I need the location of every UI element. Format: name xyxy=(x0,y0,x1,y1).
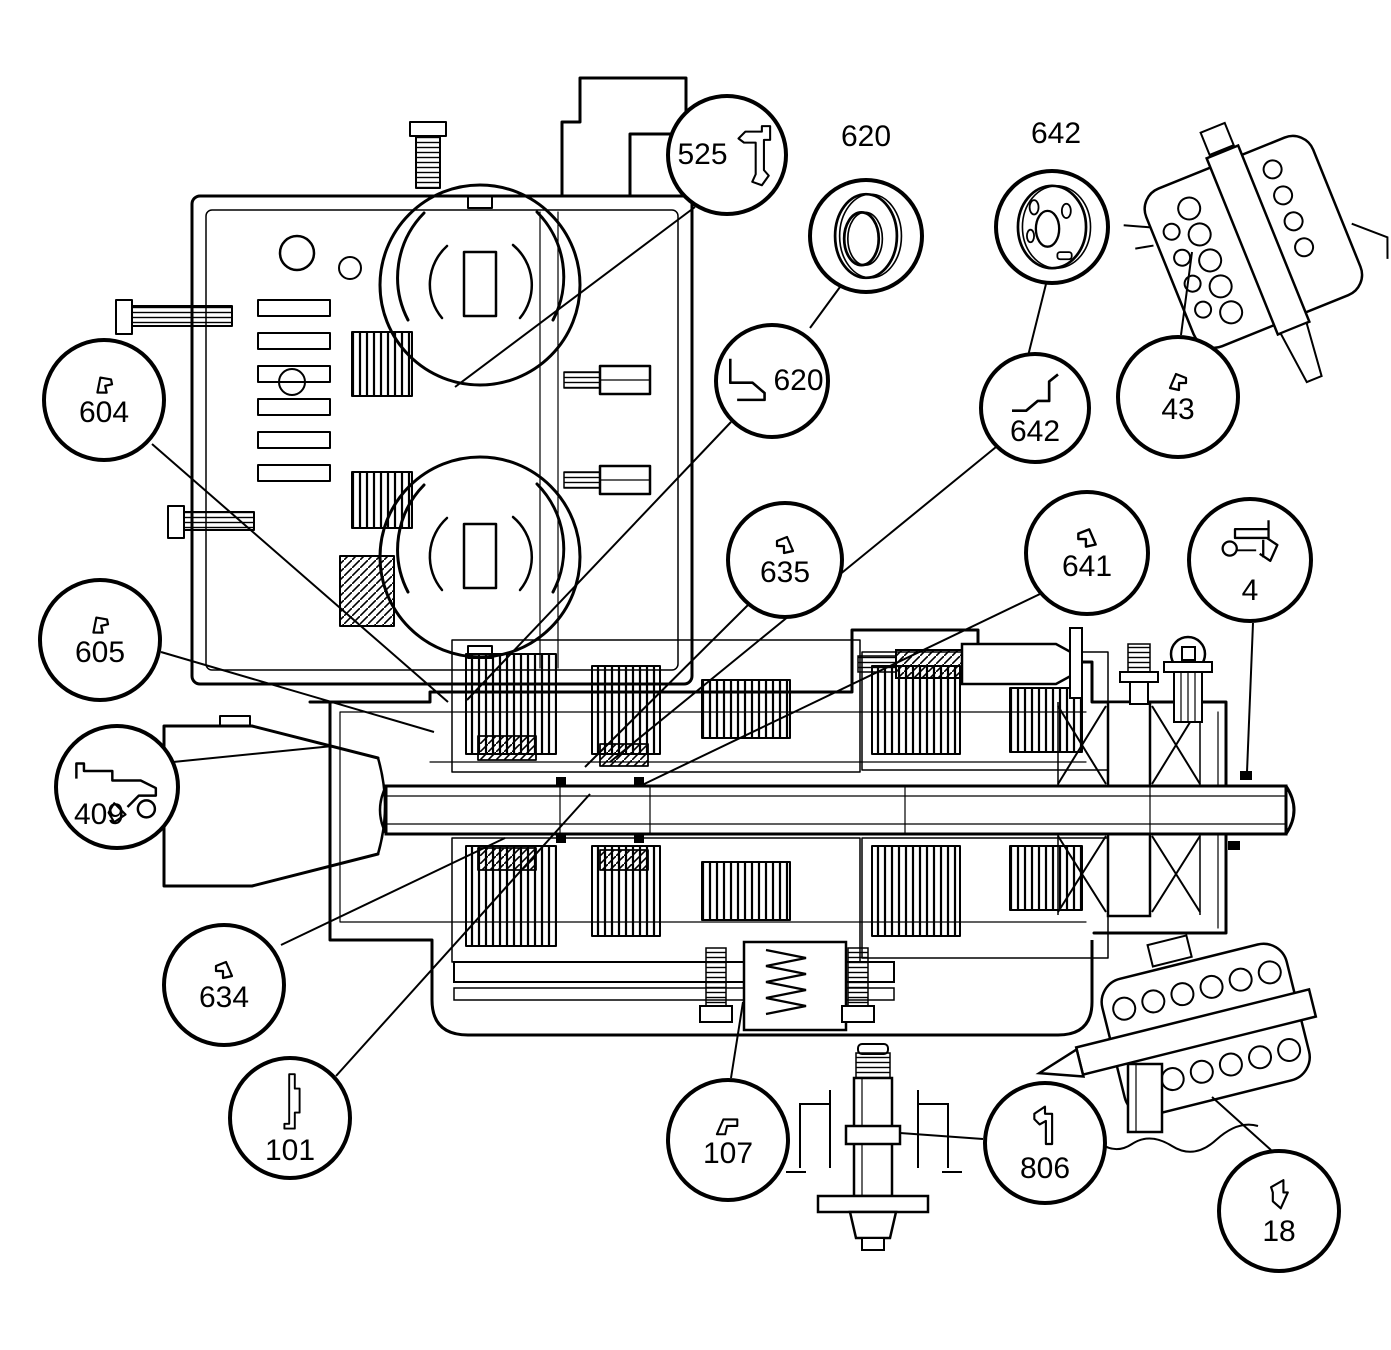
leader-806 xyxy=(899,1132,984,1140)
torque-converter-top xyxy=(378,183,582,387)
valve-body-lower xyxy=(1035,934,1318,1117)
retaining-clip-icon xyxy=(775,535,795,554)
callout-642: 642 xyxy=(979,352,1091,464)
clutch-spring-icon xyxy=(75,762,158,824)
callout-107: 107 xyxy=(666,1078,790,1202)
valve-body-upper xyxy=(1123,121,1389,384)
leader-642-ring xyxy=(1027,283,1047,357)
leader-634 xyxy=(280,837,506,946)
callout-806-number: 806 xyxy=(1019,1151,1071,1185)
callout-43-number: 43 xyxy=(1161,392,1195,426)
callout-43: 43 xyxy=(1116,335,1240,459)
callout-604-number: 604 xyxy=(78,395,130,429)
callout-642-number: 642 xyxy=(1009,414,1061,448)
case-stud-and-sensor xyxy=(1119,635,1213,723)
retaining-clip-icon xyxy=(214,960,234,979)
callout-641: 641 xyxy=(1024,490,1150,616)
leader-635 xyxy=(584,604,749,768)
bell-housing-section xyxy=(115,76,694,686)
part-label-642: 642 xyxy=(1030,117,1082,150)
snap-ring-profile-icon xyxy=(1012,372,1059,412)
retaining-clip-icon xyxy=(1168,372,1188,391)
retaining-clip-icon xyxy=(96,375,114,394)
valve-body-lower-extras xyxy=(1095,1062,1259,1153)
callout-525-number: 525 xyxy=(677,138,728,171)
seal-ring-icon xyxy=(833,192,903,280)
main-shaft xyxy=(378,771,1296,850)
snap-ring-tool-icon xyxy=(1221,519,1279,562)
callout-620-seal-ring xyxy=(808,178,924,294)
oil-pan xyxy=(430,940,1094,1037)
leader-18 xyxy=(1211,1096,1272,1151)
callout-101: 101 xyxy=(228,1056,352,1180)
retaining-clip-icon xyxy=(715,1117,739,1135)
callout-605-number: 605 xyxy=(74,635,126,669)
retainer-clip-icon xyxy=(1033,1105,1054,1145)
leader-525 xyxy=(454,206,696,388)
callout-642-thrust-washer xyxy=(994,169,1110,285)
callout-604: 604 xyxy=(42,338,166,462)
band-strip-icon xyxy=(283,1072,301,1130)
clutch-packs xyxy=(465,653,1083,947)
callout-806: 806 xyxy=(983,1081,1107,1205)
callout-101-number: 101 xyxy=(264,1133,316,1167)
callout-18: 18 xyxy=(1217,1149,1341,1273)
input-cone xyxy=(162,715,387,888)
callout-107-number: 107 xyxy=(702,1136,754,1170)
leader-620 xyxy=(466,421,732,701)
callout-4: 4 xyxy=(1187,497,1313,623)
callout-620-number: 620 xyxy=(773,364,824,397)
callout-409-number: 409 xyxy=(74,798,125,831)
callout-635-number: 635 xyxy=(759,555,811,589)
leader-107 xyxy=(730,1001,744,1079)
leader-409 xyxy=(172,745,334,763)
leader-4 xyxy=(1246,622,1254,773)
thrust-washer-icon xyxy=(1016,184,1092,270)
callout-409: 409 xyxy=(54,724,180,850)
callout-4-number: 4 xyxy=(1241,573,1259,607)
callout-641-number: 641 xyxy=(1061,549,1113,583)
leader-620-ring xyxy=(809,286,841,329)
retaining-clip-icon xyxy=(92,615,110,634)
leader-605 xyxy=(160,651,435,733)
retainer-strip-icon xyxy=(737,125,771,187)
callout-605: 605 xyxy=(38,578,162,702)
snap-ring-marks xyxy=(556,771,1252,850)
servo-stud xyxy=(786,1043,962,1251)
output-support xyxy=(1057,700,1201,918)
callout-525: 525 xyxy=(666,94,788,216)
callout-634-number: 634 xyxy=(198,980,250,1014)
callout-18-number: 18 xyxy=(1262,1214,1296,1248)
retaining-clip-icon xyxy=(1077,527,1097,548)
snap-ring-profile-icon xyxy=(729,358,767,402)
callout-635: 635 xyxy=(726,501,844,619)
callout-634: 634 xyxy=(162,923,286,1047)
leader-641 xyxy=(639,593,1041,787)
retaining-clip-icon xyxy=(1270,1178,1289,1209)
callout-620: 620 xyxy=(714,323,830,439)
leader-604 xyxy=(151,443,449,703)
gearcase-section xyxy=(162,628,1228,963)
part-label-620: 620 xyxy=(840,120,892,153)
accumulator xyxy=(699,940,875,1032)
leader-43 xyxy=(1180,251,1193,336)
leader-101 xyxy=(335,793,591,1077)
